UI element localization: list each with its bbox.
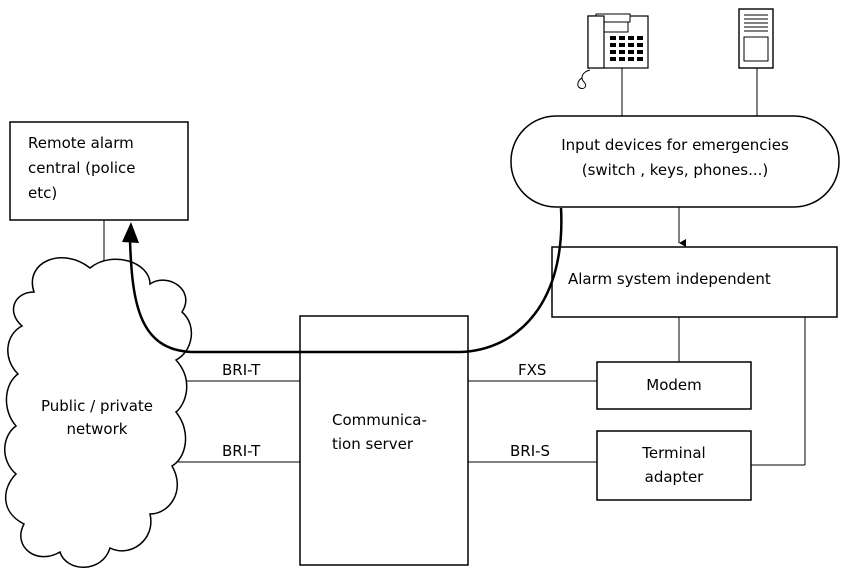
label-fxs: FXS: [518, 361, 546, 379]
alarm-system-label: Alarm system independent: [568, 270, 771, 288]
modem-label: Modem: [646, 376, 701, 394]
modem-box: Modem: [596, 361, 752, 410]
remote-alarm-line3: etc): [28, 184, 57, 202]
remote-alarm-line2: central (police: [28, 159, 136, 177]
alarm-signal-path: [122, 207, 563, 354]
remote-alarm-line1: Remote alarm: [28, 134, 134, 152]
input-devices-line2: (switch , keys, phones...): [582, 161, 769, 179]
input-devices-line1: Input devices for emergencies: [561, 136, 789, 154]
terminal-adapter-box: Terminal adapter: [596, 430, 752, 501]
connector-lines: [103, 68, 806, 466]
input-devices-box: Input devices for emergencies (switch , …: [510, 115, 840, 208]
terminal-adapter-line1: Terminal: [641, 444, 705, 462]
network-line1: Public / private: [41, 397, 153, 415]
desk-phone-icon: [577, 13, 649, 89]
server-line1: Communica-: [332, 411, 427, 429]
alarm-system-box: Alarm system independent: [551, 246, 838, 318]
alarm-path-arrowhead: [122, 222, 139, 243]
label-bri-s: BRI-S: [510, 442, 550, 460]
wall-panel-icon: [738, 8, 774, 69]
communication-server-box: Communica- tion server: [299, 315, 469, 566]
network-line2: network: [67, 420, 128, 438]
terminal-adapter-line2: adapter: [645, 468, 705, 486]
network-cloud: Public / private network: [4, 257, 193, 568]
label-bri-t-bottom: BRI-T: [222, 442, 261, 460]
remote-alarm-central-box: Remote alarm central (police etc): [9, 121, 189, 221]
label-bri-t-top: BRI-T: [222, 361, 261, 379]
server-line2: tion server: [332, 435, 414, 453]
